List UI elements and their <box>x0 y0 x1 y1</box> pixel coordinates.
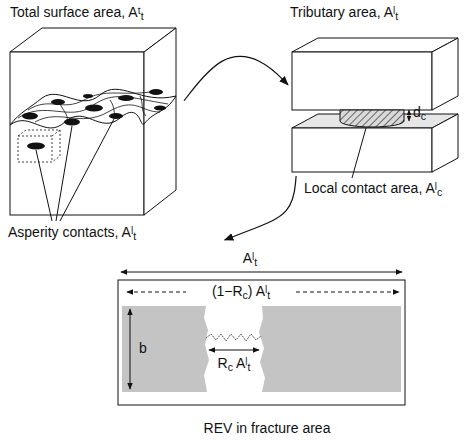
text-part: R <box>218 355 228 371</box>
text-part: c <box>421 110 426 122</box>
asperity-leaders <box>36 119 114 221</box>
text-part: Aˡ <box>233 355 248 371</box>
dimension-label: Aˡt <box>243 250 257 269</box>
text-part: t <box>133 230 136 242</box>
asperity-contacts <box>22 89 166 150</box>
text-part: Local contact area, Aˡ <box>304 180 437 196</box>
rev-element <box>118 272 405 405</box>
dotted-tributary-box <box>18 130 60 162</box>
panel-heading: Total surface area, Aᵗt <box>10 4 144 23</box>
text-part: Aˡ <box>243 250 255 266</box>
text-part: d <box>413 104 421 120</box>
text-part: c <box>243 289 248 301</box>
panel-node: REV in fracture area <box>116 240 418 440</box>
text-part: REV in fracture area <box>204 420 331 436</box>
text-part: t <box>141 10 144 22</box>
text-part: Asperity contacts, Aˡ <box>8 224 133 240</box>
local-contact-leader <box>352 128 366 178</box>
text-part: b <box>139 340 147 356</box>
text-part: (1−R <box>212 283 243 299</box>
text-part: t <box>248 361 251 373</box>
diameter-label: dc <box>413 104 426 123</box>
dimension-label: Rc Aˡt <box>218 355 251 374</box>
contact-cylinder <box>340 110 409 127</box>
text-part: t <box>254 256 257 268</box>
aperture-label: b <box>139 340 147 357</box>
rock-cube <box>10 28 176 215</box>
text-part: t <box>395 10 398 22</box>
asperity-label: Asperity contacts, Aˡt <box>8 224 136 243</box>
text-part: Tributary area, Aˡ <box>290 4 395 20</box>
flow-arrow <box>225 176 296 240</box>
text-part: ) Aˡ <box>248 283 267 299</box>
text-part: Total surface area, Aᵗ <box>10 4 141 20</box>
panel-node: Total surface area, Aᵗt <box>4 4 184 219</box>
text-part: c <box>437 186 442 198</box>
panel-node: Tributary area, Aˡt <box>288 4 468 176</box>
text-part: t <box>267 289 270 301</box>
text-part: c <box>228 361 233 373</box>
dimension-label: (1−Rc) Aˡt <box>212 283 270 302</box>
contact-area-label: Local contact area, Aˡc <box>304 180 442 199</box>
flow-arrow <box>184 57 288 101</box>
tributary-slabs <box>292 38 458 172</box>
panel-heading: REV in fracture area <box>116 420 418 437</box>
panel-heading: Tributary area, Aˡt <box>290 4 398 23</box>
